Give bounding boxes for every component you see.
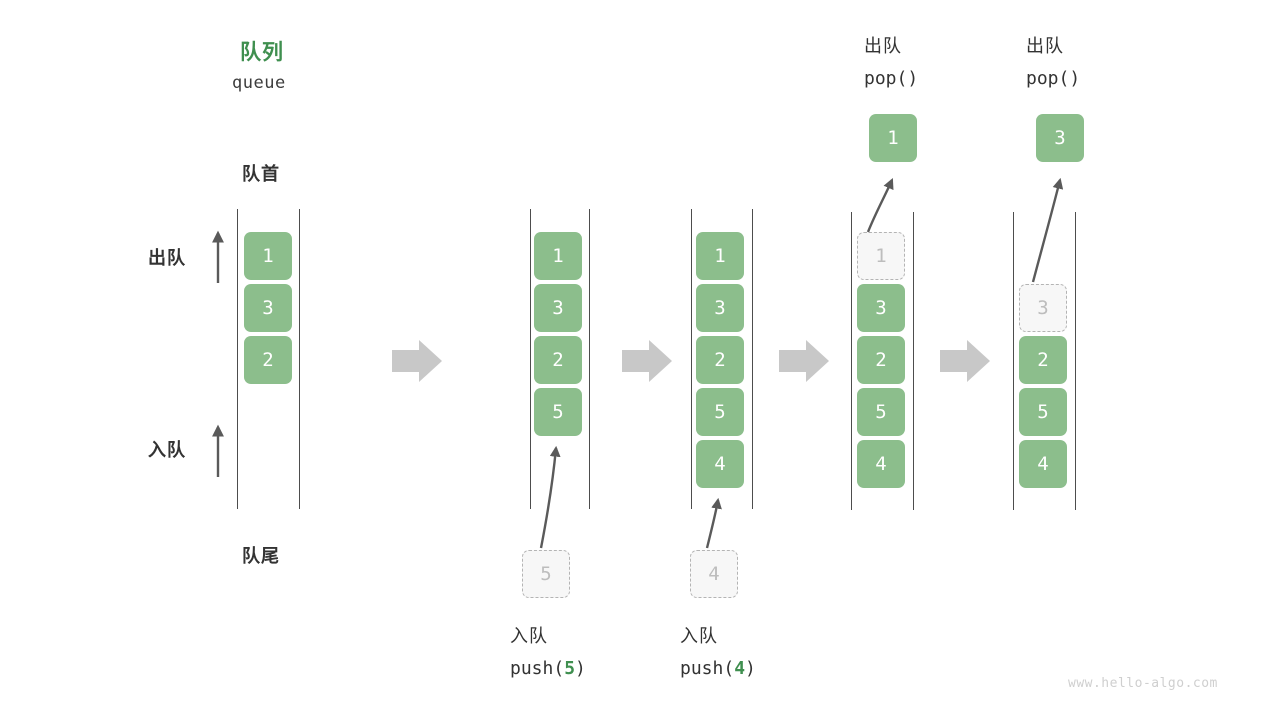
diagram-title-en: queue: [232, 73, 286, 93]
queue-rail-left-c4: [851, 212, 852, 510]
queue-cell: 2: [696, 336, 744, 384]
queue-head-label: 队首: [242, 164, 280, 184]
push-code-prefix: push(: [680, 658, 735, 679]
queue-cell: 4: [857, 440, 905, 488]
queue-cell: 2: [244, 336, 292, 384]
queue-cell-new: 5: [534, 388, 582, 436]
queue-rail-left-c1: [237, 209, 238, 509]
pop-arrow-1: [866, 178, 894, 233]
pop-code-suffix: ): [907, 68, 919, 89]
queue-rail-right-c2: [589, 209, 590, 509]
queue-rail-left-c2: [530, 209, 531, 509]
queue-cell: 4: [1019, 440, 1067, 488]
push-caption-code: push(4): [680, 658, 756, 679]
step-arrow-icon: [779, 340, 829, 382]
pop-code-prefix: pop(: [1026, 68, 1070, 89]
step-arrow-icon: [392, 340, 442, 382]
pop-caption-cn: 出队: [864, 36, 902, 56]
push-code-arg: 4: [734, 658, 746, 679]
queue-rail-right-c1: [299, 209, 300, 509]
pop-code-prefix: pop(: [864, 68, 908, 89]
popped-value-cell: 3: [1036, 114, 1084, 162]
pop-caption-cn: 出队: [1026, 36, 1064, 56]
pop-arrow-3: [1031, 177, 1064, 283]
push-caption-cn: 入队: [680, 626, 718, 646]
queue-rail-right-c3: [752, 209, 753, 509]
queue-cell: 2: [857, 336, 905, 384]
popped-ghost-cell: 1: [857, 232, 905, 280]
diagram-title-cn: 队列: [240, 41, 284, 64]
queue-cell: 1: [244, 232, 292, 280]
push-caption-cn: 入队: [510, 626, 548, 646]
push-code-suffix: ): [575, 658, 586, 679]
enqueue-direction-label: 入队: [148, 440, 186, 460]
queue-tail-label: 队尾: [242, 546, 280, 566]
push-code-prefix: push(: [510, 658, 565, 679]
popped-value-cell: 1: [869, 114, 917, 162]
step-arrow-icon: [940, 340, 990, 382]
queue-rail-right-c4: [913, 212, 914, 510]
popped-ghost-cell: 3: [1019, 284, 1067, 332]
step-arrow-icon: [622, 340, 672, 382]
queue-rail-left-c5: [1013, 212, 1014, 510]
dequeue-direction-label: 出队: [148, 248, 186, 268]
incoming-ghost-cell: 5: [522, 550, 570, 598]
queue-cell: 5: [696, 388, 744, 436]
watermark: www.hello-algo.com: [1068, 676, 1218, 691]
queue-cell: 3: [534, 284, 582, 332]
queue-cell: 3: [244, 284, 292, 332]
queue-cell-new: 4: [696, 440, 744, 488]
queue-cell: 2: [1019, 336, 1067, 384]
pop-caption-code: pop(): [1026, 68, 1080, 89]
queue-cell: 3: [857, 284, 905, 332]
push-arrow-5: [539, 445, 561, 549]
pop-code-suffix: ): [1069, 68, 1081, 89]
queue-cell: 3: [696, 284, 744, 332]
queue-cell: 1: [534, 232, 582, 280]
incoming-ghost-cell: 4: [690, 550, 738, 598]
push-arrow-4: [705, 497, 722, 549]
queue-cell: 5: [857, 388, 905, 436]
queue-cell: 2: [534, 336, 582, 384]
push-code-arg: 5: [564, 658, 576, 679]
queue-cell: 1: [696, 232, 744, 280]
queue-cell: 5: [1019, 388, 1067, 436]
queue-rail-left-c3: [691, 209, 692, 509]
queue-rail-right-c5: [1075, 212, 1076, 510]
push-caption-code: push(5): [510, 658, 586, 679]
push-code-suffix: ): [745, 658, 756, 679]
pop-caption-code: pop(): [864, 68, 918, 89]
